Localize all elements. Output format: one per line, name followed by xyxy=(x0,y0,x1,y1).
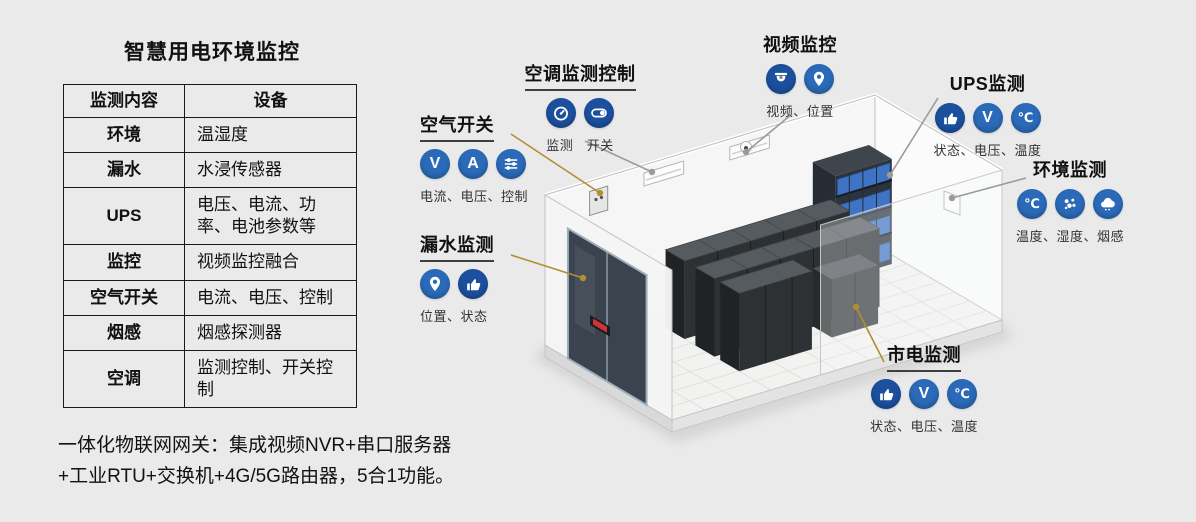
monitoring-table: 监测内容 设备 环境 温湿度 漏水 水浸传感器 UPS 电压、电流、功率、电池参… xyxy=(63,83,357,408)
temperature-icon: ℃ xyxy=(947,379,977,409)
status-thumb-icon xyxy=(934,103,965,133)
server-rack-row xyxy=(719,259,813,372)
location-icon xyxy=(804,64,834,94)
smoke-icon xyxy=(1093,189,1123,219)
table-header-row: 监测内容 设备 xyxy=(63,83,357,119)
table-cell: 监测控制、开关控制 xyxy=(184,349,357,408)
table-cell: 烟感 xyxy=(63,314,185,351)
callout-caption: 视频、位置 xyxy=(766,104,834,119)
table-cell: 监控 xyxy=(63,244,185,281)
callout-caption: 电流、电压、控制 xyxy=(420,189,529,204)
voltage-icon: V xyxy=(972,103,1003,133)
callout-title: 环境监测 xyxy=(1033,160,1107,180)
table-cell: 水浸传感器 xyxy=(184,152,357,189)
current-icon: A xyxy=(458,149,488,179)
table-cell: 烟感探测器 xyxy=(184,314,357,351)
table-row: 监控 视频监控融合 xyxy=(63,244,357,281)
voltage-icon: V xyxy=(909,379,939,409)
callout-caption: 位置、状态 xyxy=(420,309,488,324)
table-row: 漏水 水浸传感器 xyxy=(63,152,357,189)
table-cell: 温湿度 xyxy=(184,117,357,154)
callout-title: 空调监测控制 xyxy=(524,60,636,91)
gateway-note-line1: 一体化物联网网关：集成视频NVR+串口服务器 xyxy=(58,435,452,456)
switch-icon xyxy=(584,98,614,128)
callout-title: 市电监测 xyxy=(887,341,961,372)
gateway-note-line2: +工业RTU+交换机+4G/5G路由器，5合1功能。 xyxy=(58,466,455,487)
control-sliders-icon xyxy=(496,149,526,179)
table-row: 环境 温湿度 xyxy=(63,117,357,154)
callout-title: UPS监测 xyxy=(949,74,1026,94)
table-row: UPS 电压、电流、功率、电池参数等 xyxy=(63,187,357,246)
callout-caption: 监测 开关 xyxy=(546,138,614,153)
callout-mains-power-monitoring: 市电监测 V ℃ 状态、电压、温度 xyxy=(858,341,990,435)
table-cell: 环境 xyxy=(63,117,185,154)
callout-title: 漏水监测 xyxy=(420,231,494,262)
table-cell: 视频监控融合 xyxy=(184,244,357,281)
table-header-device: 设备 xyxy=(184,83,357,119)
status-thumb-icon xyxy=(458,269,488,299)
humidity-icon xyxy=(1055,189,1085,219)
page-title: 智慧用电环境监控 xyxy=(124,41,300,64)
callout-water-leak-monitoring: 漏水监测 位置、状态 xyxy=(420,231,545,325)
monitor-gauge-icon xyxy=(546,98,576,128)
table-row: 空气开关 电流、电压、控制 xyxy=(63,279,357,316)
table-row: 烟感 烟感探测器 xyxy=(63,314,357,351)
gateway-note: 一体化物联网网关：集成视频NVR+串口服务器 +工业RTU+交换机+4G/5G路… xyxy=(58,430,538,492)
status-thumb-icon xyxy=(871,379,901,409)
callout-environment-monitoring: 环境监测 ℃ 温度、湿度、烟感 xyxy=(1005,156,1135,245)
wall-distribution-box xyxy=(589,185,609,217)
voltage-icon: V xyxy=(420,149,450,179)
table-cell: 电压、电流、功率、电池参数等 xyxy=(184,187,357,246)
table-cell: 空调 xyxy=(63,349,185,408)
callout-caption: 状态、电压、温度 xyxy=(933,143,1042,158)
temperature-icon: ℃ xyxy=(1017,189,1047,219)
callout-video-monitoring: 视频监控 视频、位置 xyxy=(745,31,855,120)
table-cell: 电流、电压、控制 xyxy=(184,279,357,316)
callout-title: 视频监控 xyxy=(763,35,837,55)
callout-ac-monitoring-control: 空调监测控制 监测 开关 xyxy=(505,60,655,154)
callout-caption: 状态、电压、温度 xyxy=(869,419,978,434)
table-row: 空调 监测控制、开关控制 xyxy=(63,349,357,408)
table-cell: 空气开关 xyxy=(63,279,185,316)
location-icon xyxy=(420,269,450,299)
mains-power-cabinet xyxy=(812,254,879,338)
table-cell: UPS xyxy=(63,187,185,246)
callout-title: 空气开关 xyxy=(420,111,494,142)
callout-ups-monitoring: UPS监测 V ℃ 状态、电压、温度 xyxy=(915,70,1060,159)
temperature-icon: ℃ xyxy=(1010,103,1041,133)
wall-ac-unit xyxy=(643,160,685,187)
front-wall-with-door xyxy=(544,194,673,421)
table-header-content: 监测内容 xyxy=(63,83,185,119)
table-cell: 漏水 xyxy=(63,152,185,189)
camera-icon xyxy=(766,64,796,94)
callout-caption: 温度、湿度、烟感 xyxy=(1015,229,1124,244)
callout-air-switch: 空气开关 V A 电流、电压、控制 xyxy=(420,111,545,205)
